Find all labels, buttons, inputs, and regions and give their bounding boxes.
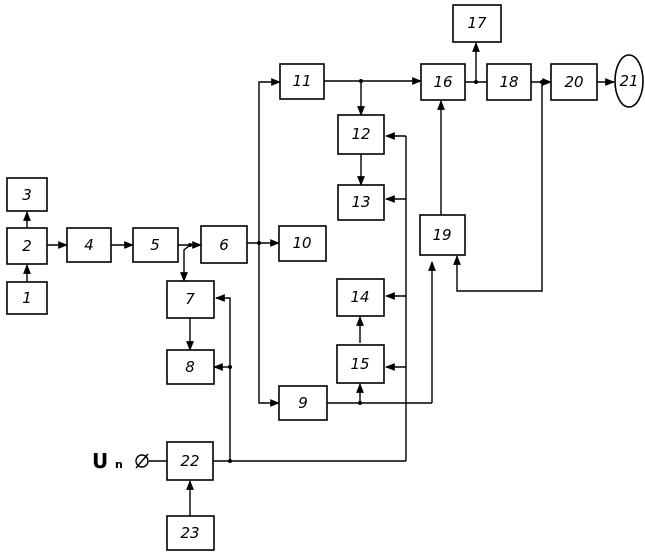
block-18-label: 18 [499,73,518,91]
block-16: 16 [421,64,465,100]
block-20: 20 [551,64,597,100]
block-1: 1 [7,282,47,314]
block-23: 23 [167,516,214,550]
block-19-label: 19 [432,226,451,244]
block-5: 5 [133,228,178,262]
block-11: 11 [280,64,324,99]
block-10-label: 10 [292,234,311,252]
connection-lines [27,43,614,516]
block-20-label: 20 [564,73,583,91]
block-11-label: 11 [292,72,311,90]
block-4: 4 [67,228,111,262]
block-10: 10 [279,226,326,261]
input-voltage-symbol: U [92,449,108,473]
block-22-label: 22 [180,452,199,470]
input-terminal: U n [92,449,148,473]
wire-18-19 [457,82,542,291]
block-5-label: 5 [150,236,160,254]
block-7: 7 [167,281,214,318]
block-9-label: 9 [298,394,308,412]
block-23-label: 23 [180,524,199,542]
block-3-label: 3 [22,186,32,204]
block-6-label: 6 [219,236,229,254]
block-8-label: 8 [185,358,195,376]
block-18: 18 [487,64,531,100]
block-4-label: 4 [84,236,94,254]
block-12: 12 [338,115,384,154]
input-voltage-subscript: n [115,458,123,471]
block-16-label: 16 [433,73,452,91]
block-14-label: 14 [350,288,369,306]
block-2-label: 2 [22,237,32,255]
block-15-label: 15 [350,355,369,373]
block-3: 3 [7,178,47,211]
block-19: 19 [420,215,465,255]
block-13-label: 13 [351,193,370,211]
wire-6-11 [259,82,280,243]
block-21: 21 [615,55,643,107]
block-8: 8 [167,350,214,384]
block-9: 9 [279,386,327,420]
block-21-label: 21 [619,72,638,90]
block-17: 17 [453,5,501,42]
wire-22-7 [216,298,230,461]
block-22: 22 [167,442,213,480]
block-17-label: 17 [467,14,487,32]
block-2: 2 [7,228,47,264]
block-15: 15 [337,345,384,383]
block-1-label: 1 [22,289,32,307]
block-7-label: 7 [185,290,195,308]
wire-5-7 [184,245,190,281]
wire-6-9 [259,243,279,403]
block-12-label: 12 [351,125,370,143]
block-14: 14 [337,279,384,316]
block-13: 13 [338,185,384,220]
block-6: 6 [201,226,247,263]
